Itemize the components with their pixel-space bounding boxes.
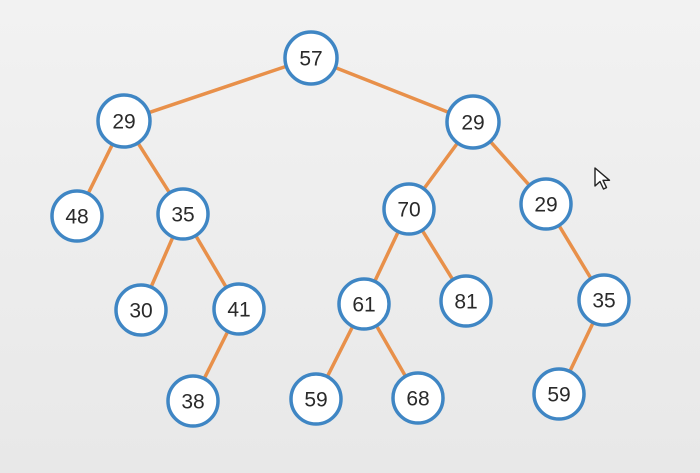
- tree-node-label: 35: [592, 290, 615, 313]
- tree-node-circle: [439, 274, 493, 328]
- tree-node-label: 29: [534, 194, 557, 217]
- tree-node: 68: [391, 371, 445, 425]
- tree-node: 61: [337, 277, 391, 331]
- tree-node-circle: [519, 177, 573, 231]
- tree-node-circle: [445, 94, 501, 150]
- tree-node-label: 68: [406, 388, 429, 411]
- tree-node-label: 41: [227, 299, 250, 322]
- tree-node-circle: [532, 367, 586, 421]
- tree-node-circle: [114, 283, 168, 337]
- tree-node-circle: [337, 277, 391, 331]
- tree-node-circle: [577, 273, 631, 327]
- tree-node: 29: [519, 177, 573, 231]
- tree-node: 30: [114, 283, 168, 337]
- tree-node-circle: [391, 371, 445, 425]
- tree-node-label: 29: [461, 112, 484, 135]
- tree-node: 35: [577, 273, 631, 327]
- tree-node-circle: [96, 93, 152, 149]
- tree-node-circle: [283, 30, 339, 86]
- tree-node-label: 61: [352, 294, 375, 317]
- tree-node: 59: [289, 372, 343, 426]
- tree-node: 38: [166, 374, 220, 428]
- tree-node-label: 38: [181, 391, 204, 414]
- tree-node-circle: [166, 374, 220, 428]
- mouse-pointer-icon: [594, 167, 611, 190]
- tree-node: 29: [445, 94, 501, 150]
- tree-node: 41: [212, 282, 266, 336]
- nodes-layer: 57 29 29 48 35 70 29 30 41 61 81 35 38 59 68 59: [50, 30, 631, 428]
- tree-node-label: 70: [397, 199, 420, 222]
- edges-layer: [75, 56, 606, 403]
- tree-node-label: 59: [547, 384, 570, 407]
- tree-edge: [309, 56, 475, 124]
- tree-node-circle: [156, 187, 210, 241]
- tree-node-label: 30: [129, 300, 152, 323]
- tree-node-label: 57: [299, 48, 322, 71]
- tree-node: 35: [156, 187, 210, 241]
- tree-node-label: 59: [304, 389, 327, 412]
- tree-edge: [122, 56, 313, 123]
- tree-node: 48: [50, 189, 104, 243]
- tree-node-label: 81: [454, 291, 477, 314]
- tree-node: 57: [283, 30, 339, 86]
- tree-node: 59: [532, 367, 586, 421]
- tree-node-label: 48: [65, 206, 88, 229]
- tree-node: 70: [382, 182, 436, 236]
- tree-node: 29: [96, 93, 152, 149]
- tree-node-circle: [50, 189, 104, 243]
- tree-node-label: 35: [171, 204, 194, 227]
- tree-node: 81: [439, 274, 493, 328]
- tree-node-label: 29: [112, 111, 135, 134]
- tree-node-circle: [212, 282, 266, 336]
- tree-node-circle: [289, 372, 343, 426]
- tree-node-circle: [382, 182, 436, 236]
